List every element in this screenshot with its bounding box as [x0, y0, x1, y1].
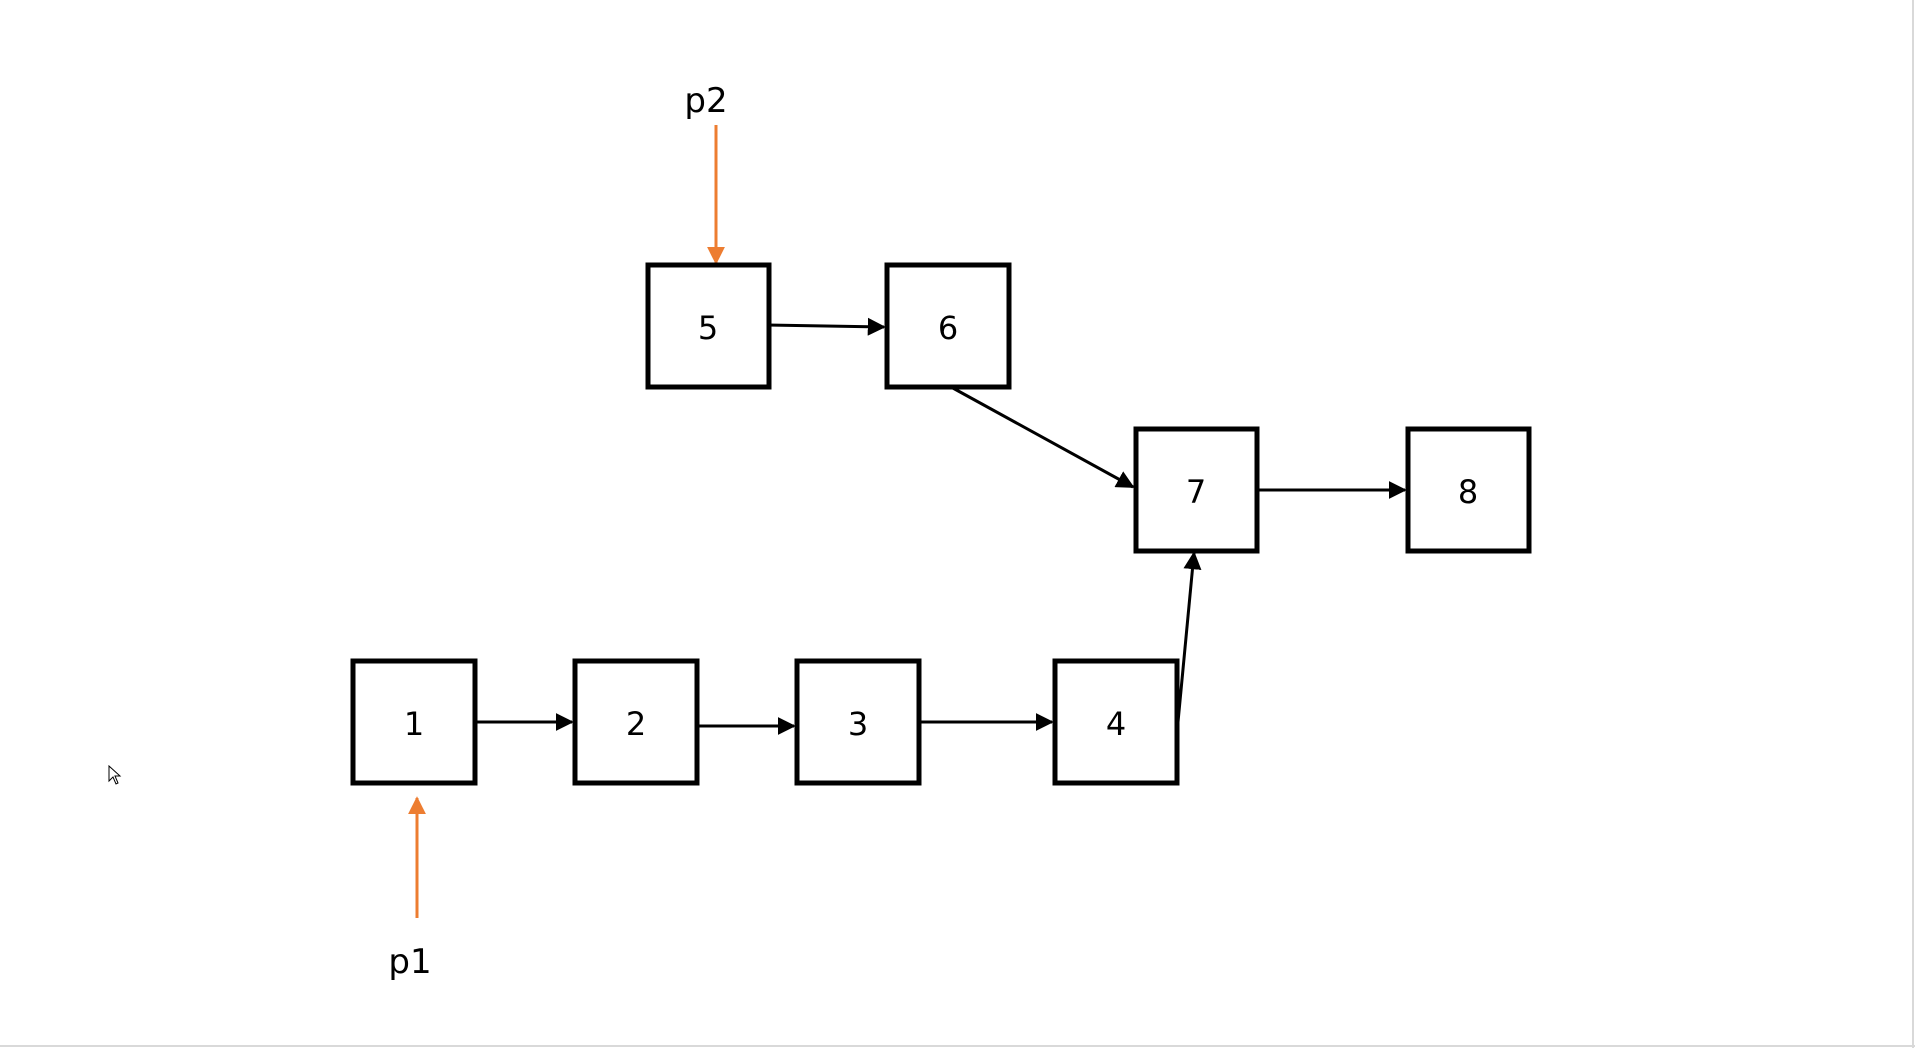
node-7: 7: [1133, 426, 1260, 554]
node-8-label: 8: [1458, 473, 1478, 511]
node-1-label: 1: [404, 705, 424, 743]
node-7-label: 7: [1186, 473, 1206, 511]
pointer-p2-label: p2: [684, 81, 727, 121]
link-5-to-6: [766, 317, 886, 336]
node-4-label: 4: [1106, 705, 1126, 743]
node-1: 1: [350, 658, 478, 786]
node-5: 5: [645, 262, 772, 390]
node-6-label: 6: [938, 309, 958, 347]
link-6-to-7: [950, 385, 1135, 489]
window-edge-right: [1912, 0, 1914, 1048]
pointers: p1 p2: [388, 81, 727, 982]
mouse-pointer-icon: [108, 765, 122, 785]
window-edge-bottom: [0, 1045, 1915, 1047]
node-2-label: 2: [626, 705, 646, 743]
node-6: 6: [884, 262, 1012, 390]
pointer-p1-label: p1: [388, 942, 431, 982]
node-8: 8: [1405, 426, 1532, 554]
node-3: 3: [794, 658, 922, 786]
links: [475, 317, 1407, 735]
node-4: 4: [1052, 658, 1180, 786]
nodes: 1 2 3 4 5 6 7 8: [350, 262, 1532, 786]
node-5-label: 5: [698, 309, 718, 347]
link-4-to-7: [1176, 551, 1202, 723]
node-2: 2: [572, 658, 700, 786]
node-3-label: 3: [848, 705, 868, 743]
